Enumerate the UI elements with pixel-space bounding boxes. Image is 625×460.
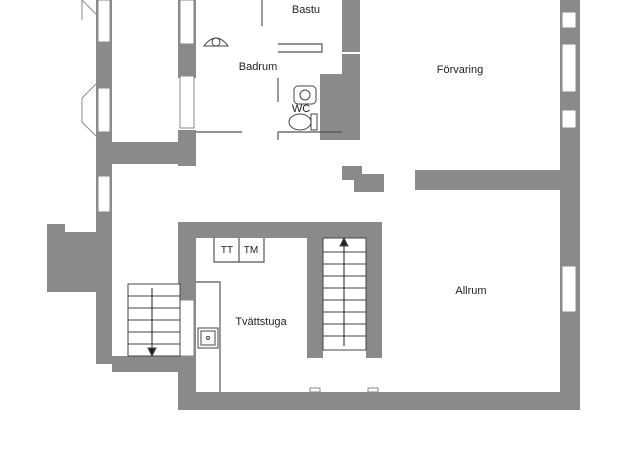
window-left-3 — [97, 175, 111, 213]
window-bottom-2 — [367, 387, 379, 393]
room-label-allrum: Allrum — [455, 285, 486, 297]
window-left-2 — [97, 87, 111, 133]
appliance-label-tt: TT — [221, 245, 233, 256]
window-right-3 — [561, 109, 577, 129]
room-label-forvaring: Förvaring — [437, 64, 483, 76]
wall-pillar — [342, 166, 384, 192]
wall-sauna-right — [342, 0, 360, 52]
window-left-1 — [97, 0, 111, 43]
stair-up-arrow-icon — [339, 236, 349, 247]
window-stair — [179, 299, 195, 357]
wall-bath-right-thick — [320, 74, 360, 140]
window-corridor-1 — [179, 0, 195, 45]
wall-stair-bottom — [112, 356, 196, 372]
wall-stair-right — [366, 222, 382, 358]
window-splays — [81, 0, 97, 137]
window-bottom-1 — [309, 387, 321, 393]
room-label-wc: WC — [292, 103, 310, 115]
stair-right — [322, 236, 367, 351]
window-corridor-2 — [179, 75, 195, 129]
toilet-icon — [288, 113, 312, 131]
wall-bottom — [178, 392, 580, 410]
window-right-4 — [561, 265, 577, 313]
interior-lines — [196, 0, 342, 392]
walls — [47, 0, 580, 410]
appliance-label-tm: TM — [244, 245, 258, 256]
fixtures — [197, 37, 318, 349]
windows — [97, 0, 577, 393]
wall-stair-left — [307, 238, 323, 358]
room-label-bastu: Bastu — [292, 4, 320, 16]
stair-down-arrow-icon — [147, 347, 157, 358]
window-right-1 — [561, 11, 577, 29]
wall-laundry-top — [178, 222, 382, 238]
wall-storage-divider — [415, 170, 565, 190]
window-right-2 — [561, 43, 577, 93]
wall-corridor-horizontal — [96, 142, 196, 164]
room-label-tvattstuga: Tvättstuga — [235, 316, 287, 328]
room-label-badrum: Badrum — [239, 61, 278, 73]
stair-left — [127, 283, 181, 358]
wall-left-lower — [96, 214, 112, 364]
